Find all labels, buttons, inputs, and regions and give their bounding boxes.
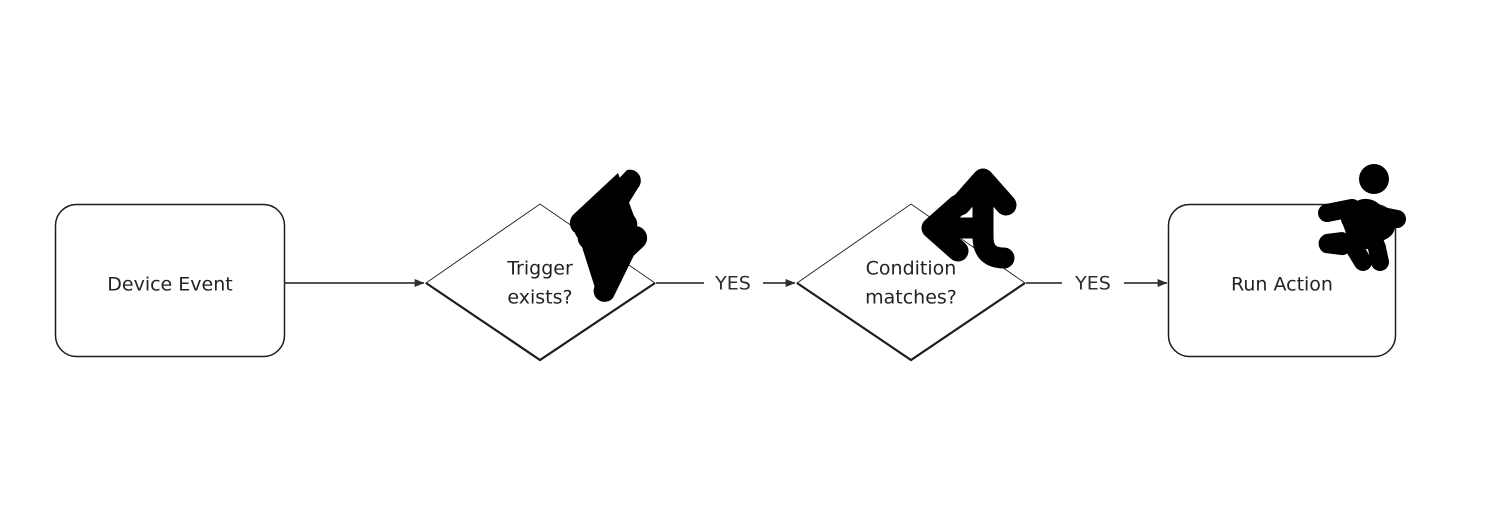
node-device-event[interactable]: Device Event (54, 203, 286, 358)
edge-2-label: YES (714, 273, 751, 295)
node-run-action[interactable]: Run Action (1167, 164, 1406, 358)
device-event-label: Device Event (107, 274, 232, 296)
edge-trigger-to-condition: YES (656, 273, 796, 295)
running-person-icon (1318, 164, 1406, 271)
device-event-box[interactable] (54, 203, 286, 358)
condition-matches-diamond-lower-edges (796, 282, 1026, 362)
trigger-exists-diamond-lower-edges (425, 282, 656, 362)
branch-fork-arrow-icon (921, 168, 1017, 269)
lightning-bolt-icon (569, 169, 648, 302)
edge-condition-to-run-action: YES (1026, 273, 1168, 295)
condition-matches-label-line2: matches? (865, 287, 957, 309)
trigger-exists-label-line1: Trigger (506, 258, 573, 280)
condition-matches-label-line1: Condition (866, 258, 957, 280)
trigger-exists-label-line2: exists? (507, 287, 572, 309)
node-trigger-exists[interactable]: Trigger exists? (425, 169, 656, 362)
run-action-label: Run Action (1231, 274, 1333, 296)
node-condition-matches[interactable]: Condition matches? (796, 168, 1026, 362)
edge-3-label: YES (1074, 273, 1111, 295)
